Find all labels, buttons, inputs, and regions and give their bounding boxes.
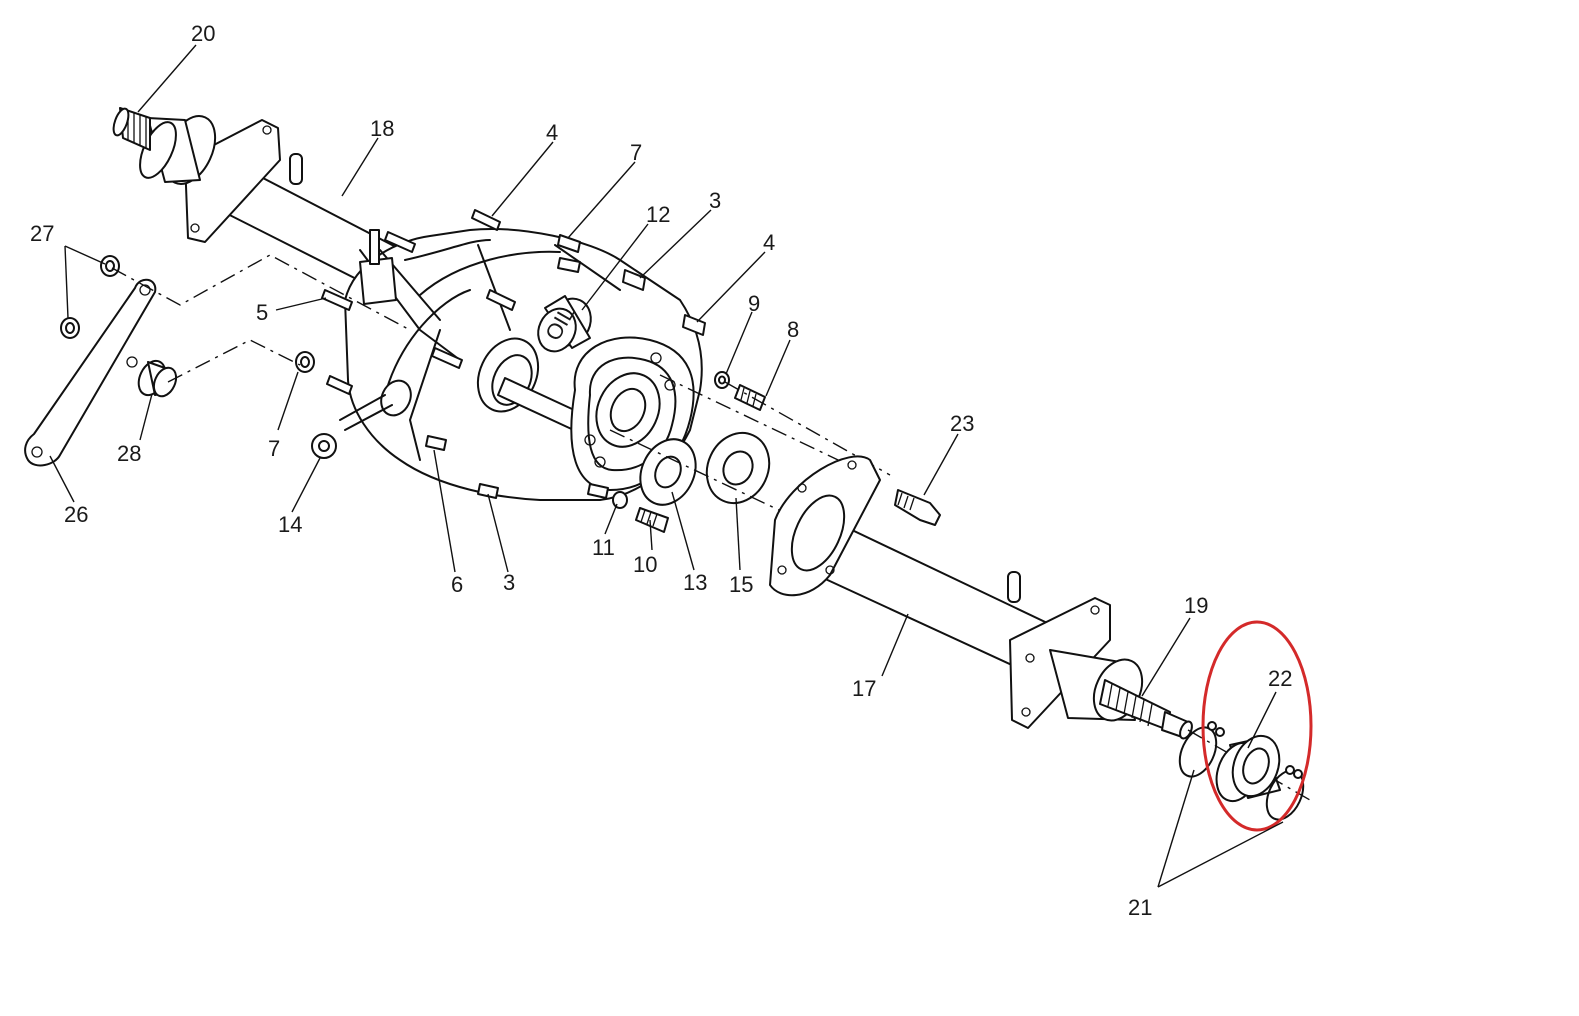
callout-22: 22 <box>1268 666 1292 691</box>
callout-14: 14 <box>278 512 302 537</box>
callout-26: 26 <box>64 502 88 527</box>
callout-18: 18 <box>370 116 394 141</box>
callout-5: 5 <box>256 300 268 325</box>
callout-8: 8 <box>787 317 799 342</box>
callout-9: 9 <box>748 291 760 316</box>
callout-28: 28 <box>117 441 141 466</box>
callout-4-lower: 4 <box>763 230 775 255</box>
callout-7-lower: 7 <box>268 436 280 461</box>
callout-7: 7 <box>630 140 642 165</box>
callout-3: 3 <box>709 188 721 213</box>
callout-10: 10 <box>633 552 657 577</box>
callout-23: 23 <box>950 411 974 436</box>
callout-labels: 20 18 4 7 12 3 4 27 5 9 8 28 7 23 26 14 … <box>30 21 1292 920</box>
highlight-circle <box>1201 620 1313 832</box>
callout-15: 15 <box>729 572 753 597</box>
callout-3-lower: 3 <box>503 570 515 595</box>
callout-6: 6 <box>451 572 463 597</box>
callout-13: 13 <box>683 570 707 595</box>
callout-4: 4 <box>546 120 558 145</box>
callout-17: 17 <box>852 676 876 701</box>
callout-21: 21 <box>1128 895 1152 920</box>
leader-lines <box>49 44 1284 888</box>
bearing-assembly <box>1178 721 1305 821</box>
seals <box>609 429 801 521</box>
callout-20: 20 <box>191 21 215 46</box>
gearbox-housing: OIL <box>321 209 706 501</box>
callout-27: 27 <box>30 221 54 246</box>
callout-19: 19 <box>1184 593 1208 618</box>
right-fasteners <box>612 371 941 533</box>
bracket-arm <box>24 254 411 467</box>
callout-12: 12 <box>646 202 670 227</box>
axle-tube-right <box>769 455 1311 801</box>
callout-11: 11 <box>592 535 615 560</box>
